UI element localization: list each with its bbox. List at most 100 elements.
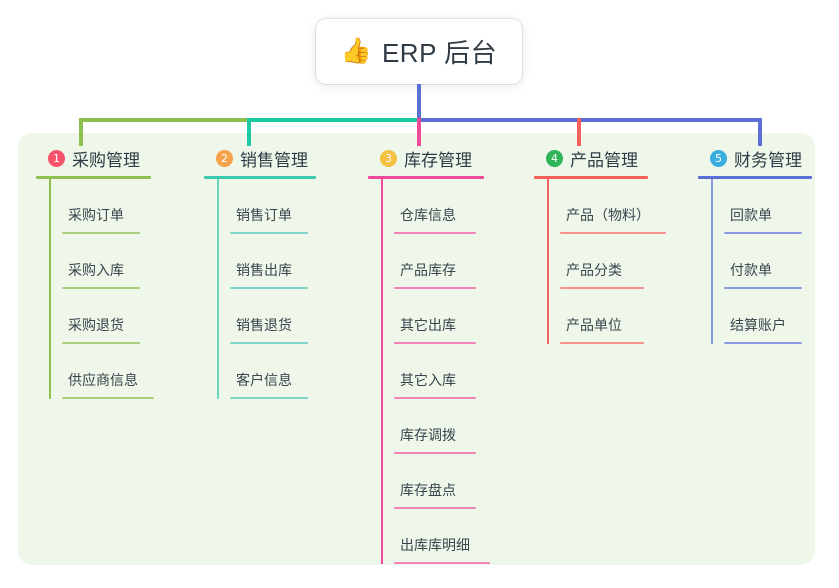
branch-column-2: 2 销售管理 销售订单 销售出库 销售退货 客户信息	[204, 146, 334, 399]
child-rule	[394, 232, 476, 234]
child-item[interactable]: 结算账户	[698, 289, 828, 344]
branch-title-3: 库存管理	[404, 150, 472, 170]
child-rule	[724, 342, 802, 344]
child-label: 销售出库	[236, 262, 292, 278]
branch-badge-1: 1	[48, 149, 65, 167]
child-item[interactable]: 库存盘点	[368, 454, 508, 509]
branch-title-1: 采购管理	[72, 150, 140, 170]
child-item[interactable]: 产品（物料）	[534, 179, 684, 234]
child-label: 结算账户	[730, 317, 786, 333]
root-node-title: ERP 后台	[381, 38, 498, 68]
child-rule	[230, 287, 308, 289]
child-item[interactable]: 仓库信息	[368, 179, 508, 234]
branch-title-5: 财务管理	[734, 150, 802, 170]
child-rule	[62, 397, 154, 399]
child-label: 出库库明细	[400, 537, 470, 553]
branch-spine-4	[547, 179, 549, 344]
child-item[interactable]: 供应商信息	[36, 344, 166, 399]
branch-children-3: 仓库信息 产品库存 其它出库 其它入库 库存调拨 库存盘点	[368, 179, 508, 564]
child-rule	[560, 287, 644, 289]
branch-column-3: 3 库存管理 仓库信息 产品库存 其它出库 其它入库 库存调拨	[368, 146, 508, 564]
branch-spine-3	[381, 179, 383, 564]
child-item[interactable]: 出库库明细	[368, 509, 508, 564]
child-rule	[394, 342, 476, 344]
child-item[interactable]: 产品库存	[368, 234, 508, 289]
child-label: 销售订单	[236, 207, 292, 223]
child-label: 产品（物料）	[566, 207, 650, 223]
branch-badge-3: 3	[380, 149, 397, 167]
child-item[interactable]: 其它入库	[368, 344, 508, 399]
branch-children-5: 回款单 付款单 结算账户	[698, 179, 828, 344]
child-rule	[62, 232, 140, 234]
child-item[interactable]: 采购订单	[36, 179, 166, 234]
child-item[interactable]: 产品分类	[534, 234, 684, 289]
child-label: 客户信息	[236, 372, 292, 388]
branch-header-3[interactable]: 3 库存管理	[368, 146, 508, 170]
branch-header-4[interactable]: 4 产品管理	[534, 146, 684, 170]
child-label: 回款单	[730, 207, 772, 223]
branch-header-2[interactable]: 2 销售管理	[204, 146, 334, 170]
child-rule	[62, 287, 140, 289]
branch-rule-4	[534, 176, 648, 179]
child-item[interactable]: 采购退货	[36, 289, 166, 344]
branch-spine-1	[49, 179, 51, 399]
child-label: 库存盘点	[400, 482, 456, 498]
child-rule	[62, 342, 140, 344]
branch-header-5[interactable]: 5 财务管理	[698, 146, 828, 170]
child-label: 产品分类	[566, 262, 622, 278]
child-label: 其它出库	[400, 317, 456, 333]
child-item[interactable]: 采购入库	[36, 234, 166, 289]
child-item[interactable]: 回款单	[698, 179, 828, 234]
thumbs-up-icon: 👍	[340, 37, 372, 65]
child-rule	[394, 452, 476, 454]
root-node[interactable]: 👍 ERP 后台	[316, 19, 522, 84]
branch-column-5: 5 财务管理 回款单 付款单 结算账户	[698, 146, 828, 344]
child-rule	[394, 507, 476, 509]
child-rule	[230, 232, 308, 234]
branch-rule-5	[698, 176, 812, 179]
branch-children-4: 产品（物料） 产品分类 产品单位	[534, 179, 684, 344]
branch-spine-2	[217, 179, 219, 399]
child-label: 销售退货	[236, 317, 292, 333]
branch-badge-5: 5	[710, 149, 727, 167]
child-label: 供应商信息	[68, 372, 138, 388]
branch-rule-1	[36, 176, 151, 179]
child-label: 产品单位	[566, 317, 622, 333]
child-item[interactable]: 客户信息	[204, 344, 334, 399]
child-item[interactable]: 产品单位	[534, 289, 684, 344]
branch-badge-2: 2	[216, 149, 233, 167]
child-item[interactable]: 付款单	[698, 234, 828, 289]
branch-rule-2	[204, 176, 316, 179]
child-item[interactable]: 销售退货	[204, 289, 334, 344]
branch-column-1: 1 采购管理 采购订单 采购入库 采购退货 供应商信息	[36, 146, 166, 399]
child-item[interactable]: 销售订单	[204, 179, 334, 234]
child-rule	[230, 342, 308, 344]
branch-column-4: 4 产品管理 产品（物料） 产品分类 产品单位	[534, 146, 684, 344]
child-label: 采购退货	[68, 317, 124, 333]
child-rule	[724, 287, 802, 289]
child-label: 产品库存	[400, 262, 456, 278]
child-rule	[394, 287, 476, 289]
child-rule	[230, 397, 308, 399]
child-label: 采购订单	[68, 207, 124, 223]
branch-title-2: 销售管理	[240, 150, 308, 170]
branches-backdrop-panel	[18, 133, 815, 565]
child-item[interactable]: 销售出库	[204, 234, 334, 289]
child-label: 仓库信息	[400, 207, 456, 223]
branch-children-2: 销售订单 销售出库 销售退货 客户信息	[204, 179, 334, 399]
child-label: 付款单	[730, 262, 772, 278]
branch-spine-5	[711, 179, 713, 344]
child-label: 其它入库	[400, 372, 456, 388]
child-rule	[394, 397, 476, 399]
child-rule	[560, 232, 666, 234]
child-label: 库存调拨	[400, 427, 456, 443]
child-rule	[560, 342, 644, 344]
child-rule	[724, 232, 802, 234]
child-label: 采购入库	[68, 262, 124, 278]
child-item[interactable]: 其它出库	[368, 289, 508, 344]
child-item[interactable]: 库存调拨	[368, 399, 508, 454]
branch-header-1[interactable]: 1 采购管理	[36, 146, 166, 170]
branch-badge-4: 4	[546, 149, 563, 167]
branch-children-1: 采购订单 采购入库 采购退货 供应商信息	[36, 179, 166, 399]
